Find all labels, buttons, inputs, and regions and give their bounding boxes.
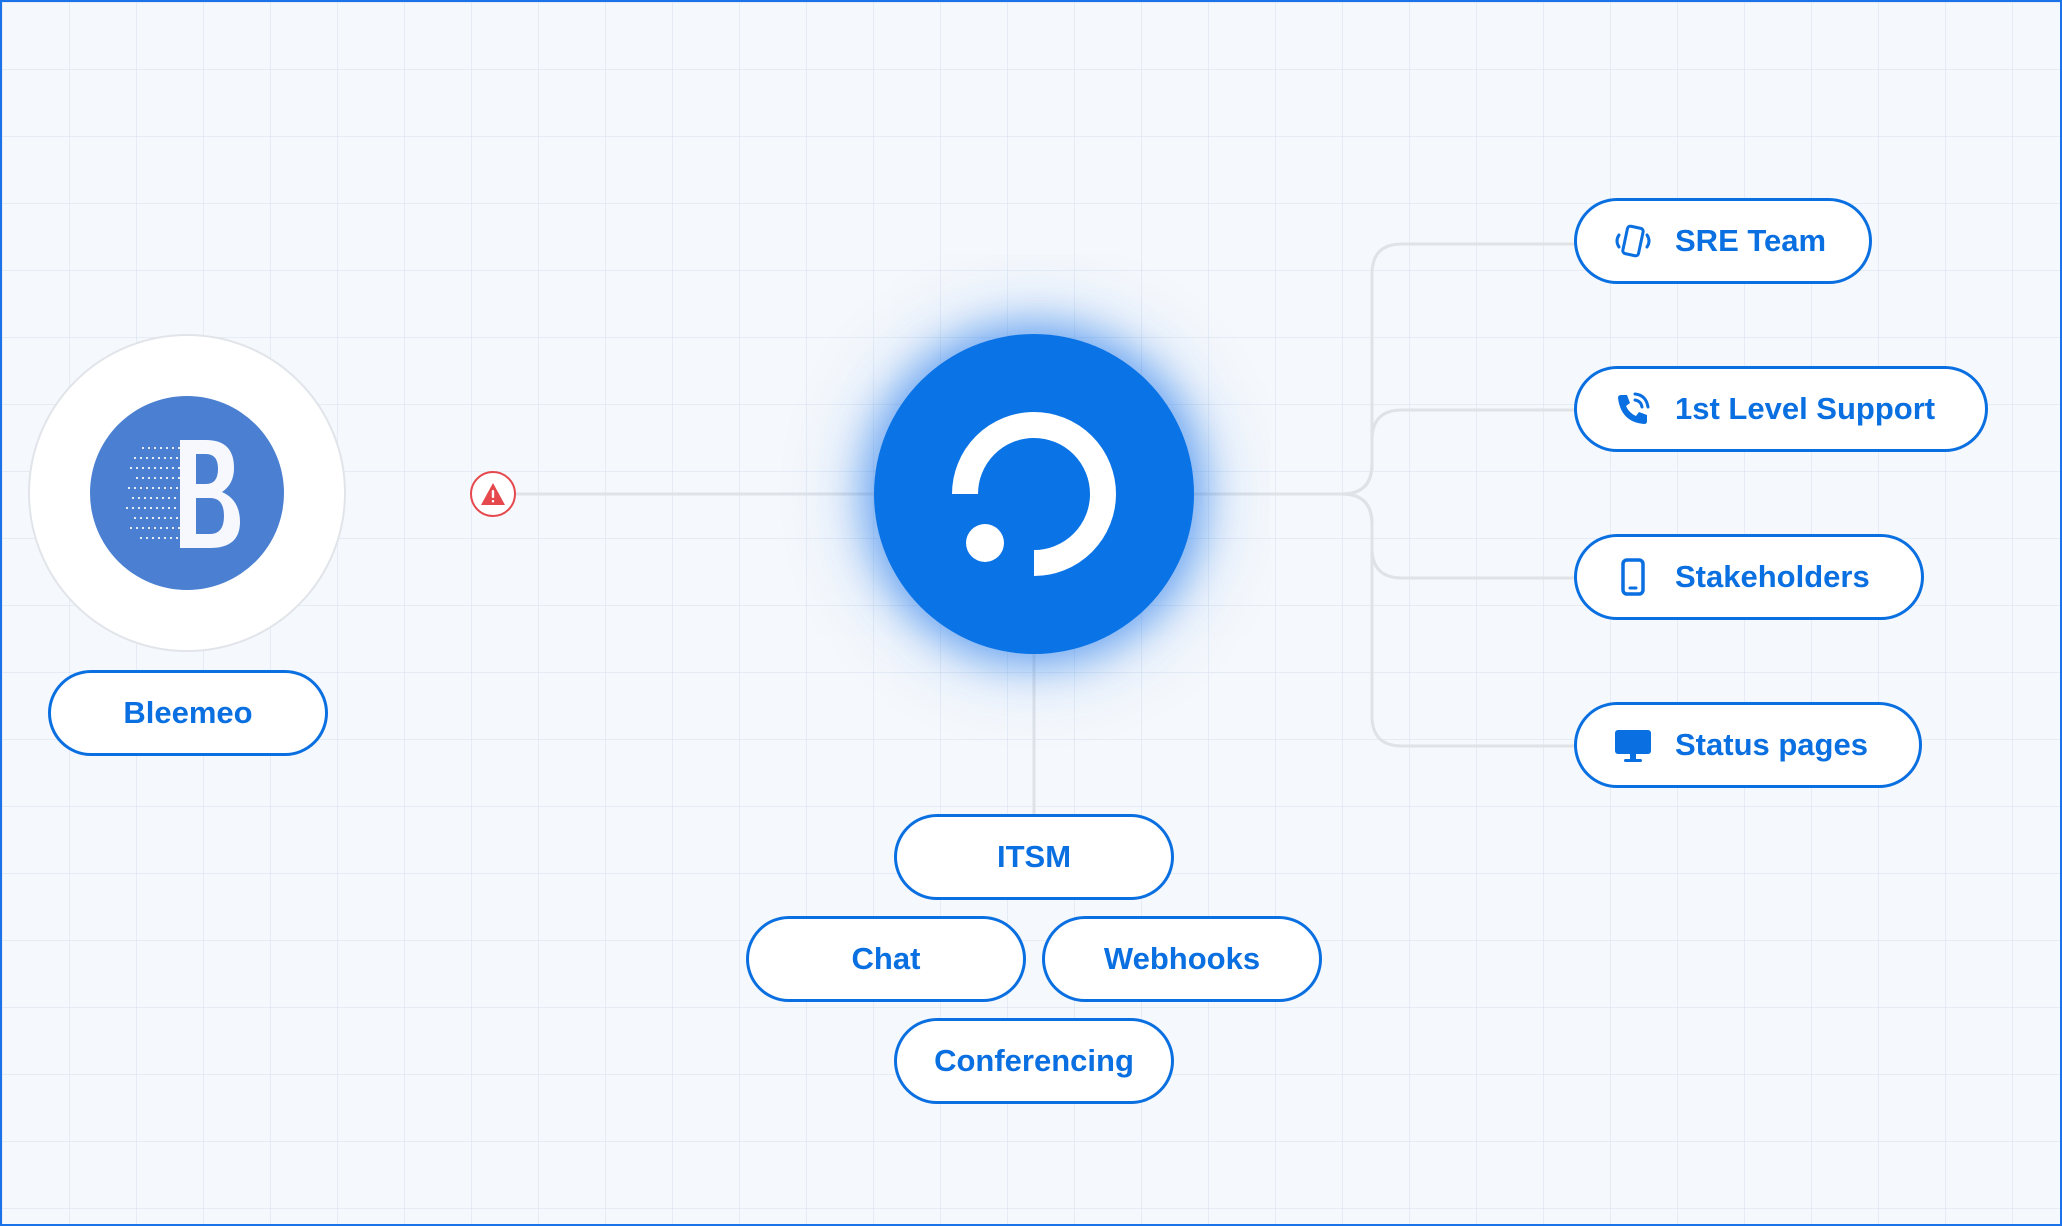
integration-chat[interactable]: Chat [746,916,1026,1002]
phone-call-icon [1613,389,1653,429]
bleemeo-logo-icon [90,396,284,590]
ilert-logo-icon [952,412,1116,576]
integration-label: ITSM [996,839,1072,874]
integration-conferencing[interactable]: Conferencing [894,1018,1174,1104]
integration-label: Conferencing [934,1043,1134,1078]
line-to-sre-team [1194,242,1576,496]
target-sre-team[interactable]: SRE Team [1574,198,1872,284]
line-to-status-pages [1194,492,1576,748]
target-stakeholders[interactable]: Stakeholders [1574,534,1924,620]
integration-itsm[interactable]: ITSM [894,814,1174,900]
target-label: SRE Team [1675,223,1827,258]
target-label: Stakeholders [1675,559,1870,594]
line-to-1st-level [1194,408,1576,496]
monitor-icon [1613,725,1653,765]
line-to-stakeholders [1194,492,1576,580]
integration-label: Chat [851,941,921,976]
target-label: 1st Level Support [1675,391,1936,426]
hub-node[interactable] [874,334,1194,654]
target-status-pages[interactable]: Status pages [1574,702,1922,788]
integration-webhooks[interactable]: Webhooks [1042,916,1322,1002]
source-label-pill[interactable]: Bleemeo [48,670,328,756]
integration-label: Webhooks [1103,941,1261,976]
smartphone-icon [1613,557,1653,597]
alert-badge[interactable] [470,471,516,517]
warning-triangle-icon [481,483,505,505]
source-node[interactable] [28,334,346,652]
source-label: Bleemeo [123,695,253,730]
target-label: Status pages [1675,727,1868,762]
target-1st-level-support[interactable]: 1st Level Support [1574,366,1988,452]
vibrating-phone-icon [1613,221,1653,261]
